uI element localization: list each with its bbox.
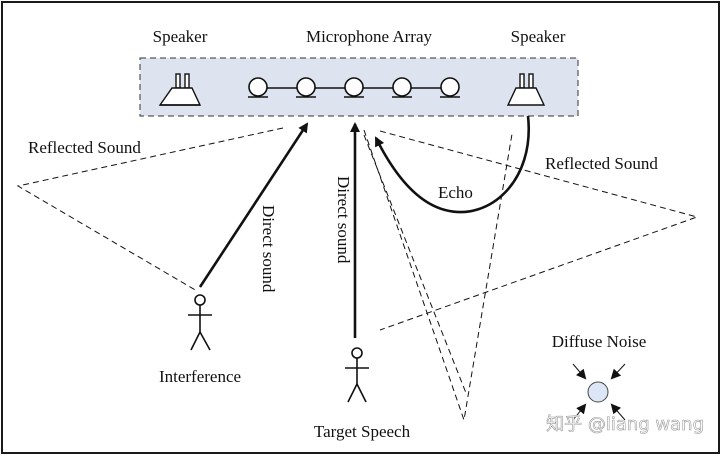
person-icon (345, 347, 369, 403)
label-reflected-sound-right: Reflected Sound (545, 154, 658, 173)
label-target-speech: Target Speech (314, 422, 411, 441)
microphone-array (248, 77, 460, 98)
noise-source-icon (572, 363, 626, 421)
reflected-sound-path-right (379, 130, 699, 331)
speaker-icon (506, 73, 546, 106)
label-interference: Interference (159, 367, 241, 386)
speaker-icon (158, 73, 202, 106)
label-direct-sound-center: Direct sound (334, 176, 353, 264)
person-icon (188, 294, 212, 351)
echo-arrow (374, 115, 531, 214)
microphone-icon (296, 77, 316, 98)
label-diffuse-noise: Diffuse Noise (552, 332, 647, 351)
microphone-icon (248, 77, 268, 98)
watermark: 知乎 @liang wang (546, 414, 704, 435)
direct-sound-arrow-left (198, 122, 309, 288)
microphone-icon (392, 77, 412, 98)
label-echo: Echo (438, 183, 473, 202)
reflected-sound-path-target (363, 134, 467, 394)
label-direct-sound-left: Direct sound (259, 205, 278, 293)
label-speaker-left: Speaker (153, 27, 208, 46)
microphone-icon (344, 77, 364, 98)
reflected-sound-path-left (16, 127, 284, 292)
label-microphone-array: Microphone Array (306, 27, 433, 46)
label-reflected-sound-left: Reflected Sound (28, 138, 141, 157)
reflected-sound-path-noise (363, 129, 513, 421)
microphone-icon (440, 77, 460, 98)
label-speaker-right: Speaker (511, 27, 566, 46)
